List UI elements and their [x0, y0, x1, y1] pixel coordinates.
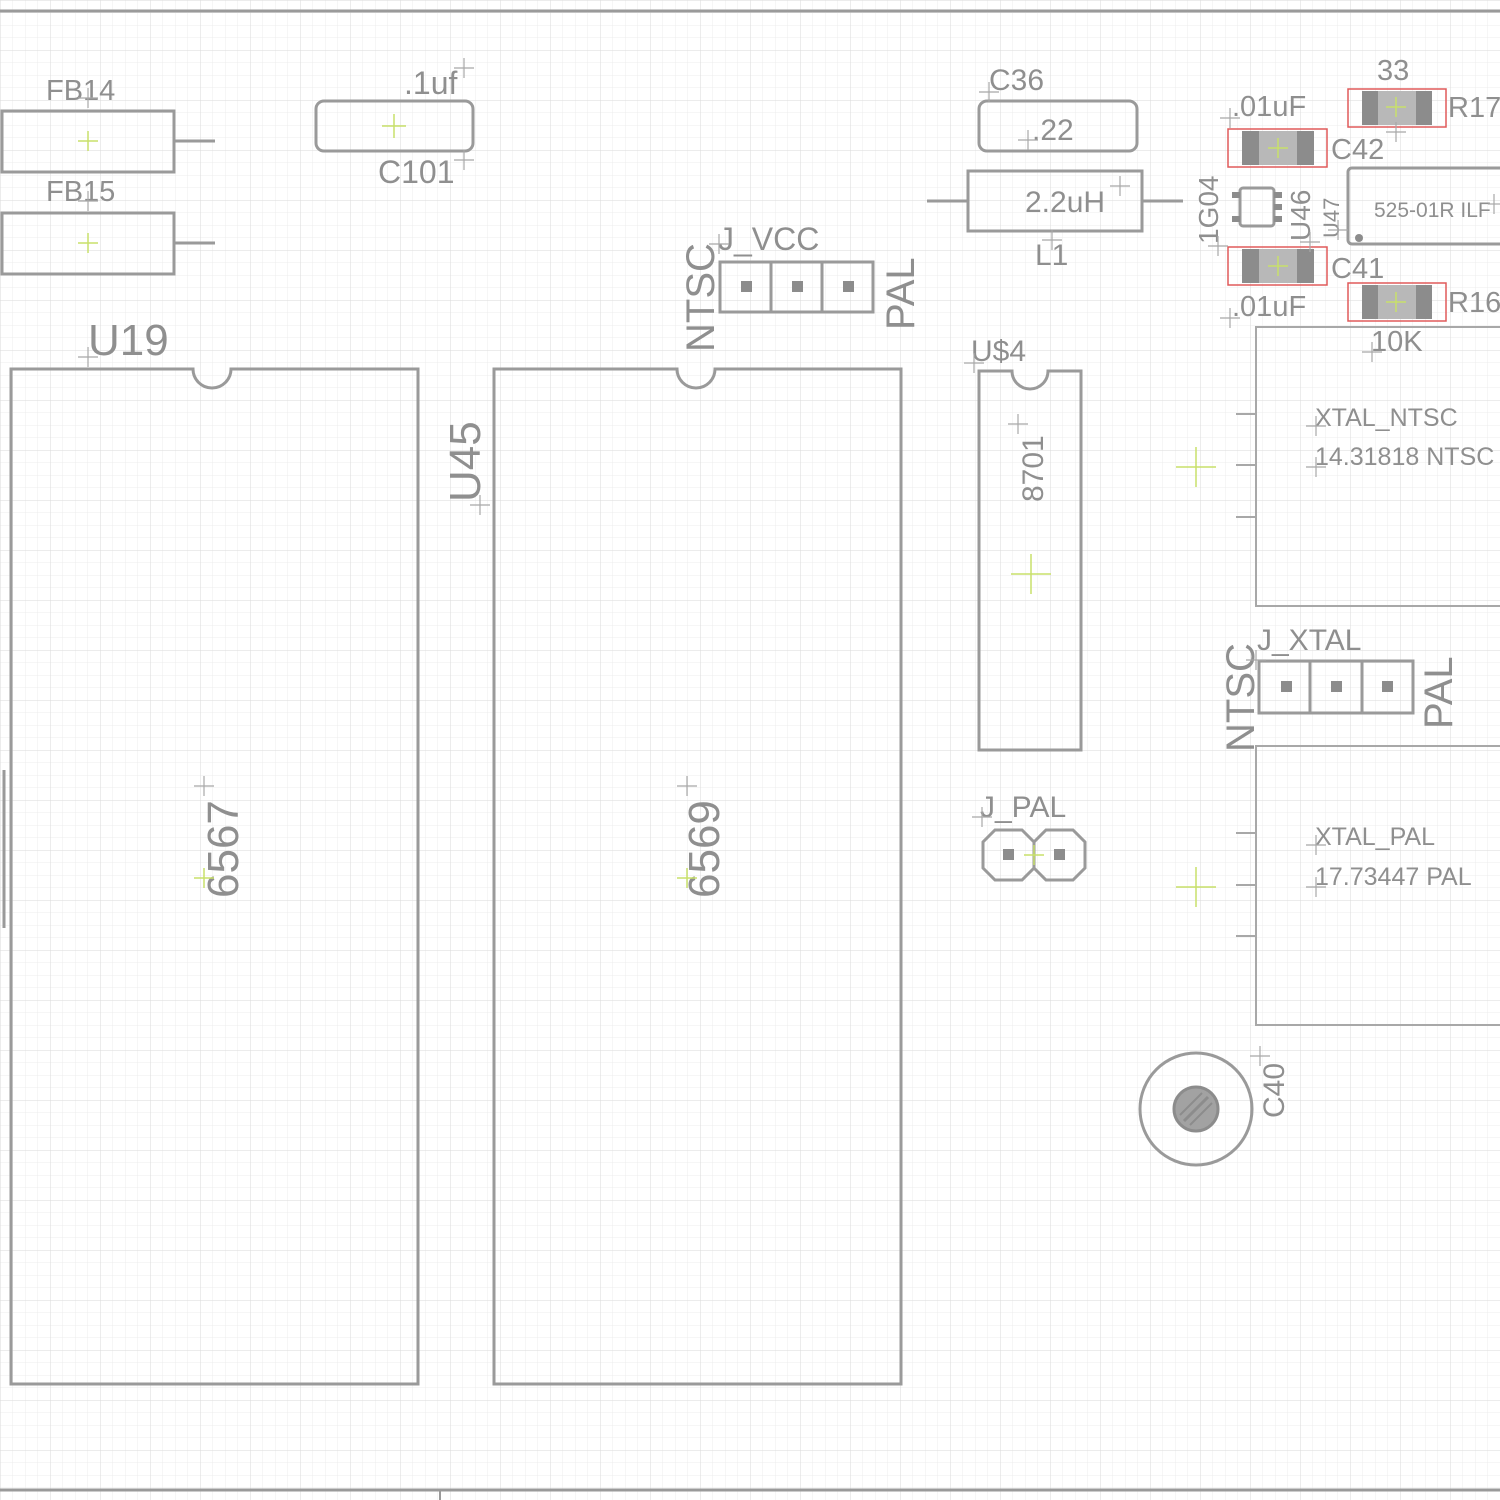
c42-value-label: .01uF	[1232, 91, 1306, 123]
u19-value-label: 6567	[199, 800, 248, 898]
j-xtal-pal-label: PAL	[1417, 656, 1461, 729]
c36-value-label: .22	[1032, 114, 1074, 147]
j-vcc-pal-label: PAL	[879, 257, 923, 330]
part-c42[interactable]: .01uF C42	[1227, 91, 1384, 168]
label-origin-marks	[78, 58, 1500, 1066]
u45-value-label: 6569	[680, 800, 729, 898]
c41-value-label: .01uF	[1232, 291, 1306, 323]
u4-value-label: 8701	[1017, 435, 1050, 502]
fb14-name-label: FB14	[46, 75, 115, 107]
j-pal-name-label: J_PAL	[980, 791, 1066, 824]
part-r16[interactable]: R16 10K	[1347, 282, 1500, 358]
part-fb14[interactable]: FB14	[0, 75, 215, 174]
u47-name-label: U47	[1319, 198, 1344, 238]
part-j-pal[interactable]: J_PAL	[980, 791, 1087, 882]
r17-name-label: R17	[1448, 92, 1500, 124]
c40-name-label: C40	[1258, 1063, 1291, 1118]
fb15-name-label: FB15	[46, 176, 115, 208]
xtal-ntsc-name-label: XTAL_NTSC	[1315, 404, 1458, 432]
c41-name-label: C41	[1331, 253, 1384, 285]
l1-value-label: 2.2uH	[1025, 186, 1105, 219]
j-xtal-name-label: J_XTAL	[1257, 624, 1362, 657]
part-xtal-pal[interactable]: XTAL_PAL 17.73447 PAL	[1176, 745, 1500, 1026]
xtal-ntsc-value-label: 14.31818 NTSC	[1315, 443, 1494, 471]
u45-name-label: U45	[441, 421, 490, 502]
u19-name-label: U19	[88, 316, 169, 365]
u46-name-label: U46	[1285, 190, 1316, 241]
j-vcc-ntsc-label: NTSC	[679, 243, 723, 352]
part-j-xtal[interactable]: J_XTAL NTSC PAL	[1219, 624, 1461, 752]
part-fb15[interactable]: FB15	[0, 176, 215, 276]
u46-value-label: 1G04	[1193, 176, 1224, 245]
c101-value-label: .1uf	[404, 65, 457, 101]
part-u46[interactable]: 1G04 U46	[1193, 176, 1316, 245]
j-vcc-name-label: J_VCC	[718, 221, 819, 257]
part-j-vcc[interactable]: J_VCC NTSC PAL	[679, 221, 923, 352]
c42-name-label: C42	[1331, 134, 1384, 166]
r16-name-label: R16	[1448, 287, 1500, 319]
part-c40[interactable]: C40	[1138, 1051, 1291, 1167]
part-r17[interactable]: 33 R17	[1347, 55, 1500, 128]
r16-value-label: 10K	[1371, 326, 1423, 358]
c101-name-label: C101	[378, 154, 455, 190]
u47-value-label: 525-01R ILF	[1374, 199, 1491, 222]
part-c41[interactable]: C41 .01uF	[1227, 246, 1384, 323]
part-c101[interactable]: .1uf C101	[314, 65, 475, 190]
part-u47[interactable]: 525-01R ILF U47	[1319, 166, 1500, 246]
part-u45[interactable]: U45 6569	[441, 367, 903, 1386]
xtal-pal-name-label: XTAL_PAL	[1315, 823, 1435, 851]
part-u19[interactable]: U19 6567	[9, 316, 420, 1386]
part-xtal-ntsc[interactable]: XTAL_NTSC 14.31818 NTSC	[1176, 326, 1500, 607]
r17-value-label: 33	[1377, 55, 1409, 87]
xtal-pal-value-label: 17.73447 PAL	[1315, 863, 1472, 891]
